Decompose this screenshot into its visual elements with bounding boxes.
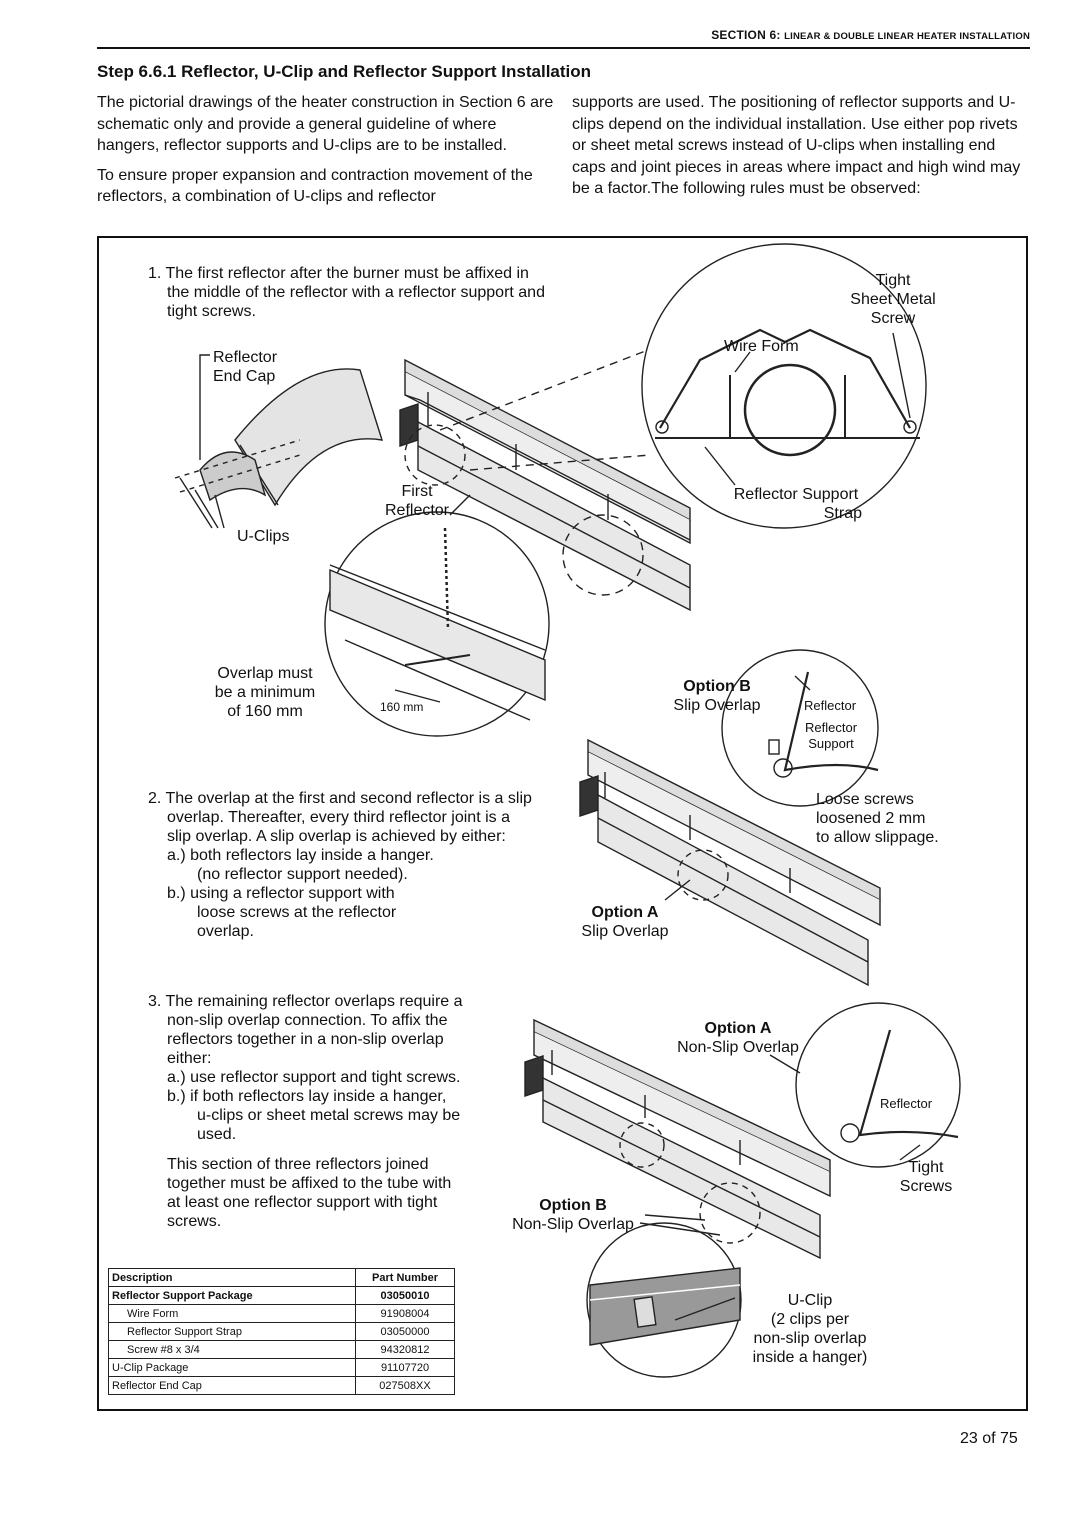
header-description: Description [108, 1268, 356, 1287]
row-part-number: 91107720 [355, 1358, 455, 1377]
label-wire-form: Wire Form [724, 338, 799, 355]
intro-paragraph-3: supports are used. The positioning of re… [572, 94, 1021, 197]
table-row: U-Clip Package 91107720 [108, 1358, 455, 1377]
rule-1-line-1: 1. The first reflector after the burner … [148, 265, 529, 282]
header-part-number: Part Number [355, 1268, 455, 1287]
page-number: 23 of 75 [960, 1430, 1018, 1447]
intro-left-column: The pictorial drawings of the heater con… [97, 92, 562, 216]
table-header-row: Description Part Number [108, 1268, 455, 1287]
intro-right-column: supports are used. The positioning of re… [572, 92, 1028, 208]
rule-3: 3. The remaining reflector overlaps requ… [148, 993, 463, 1143]
row-part-number: 91908004 [355, 1304, 455, 1323]
step-heading: Step 6.6.1 Reflector, U-Clip and Reflect… [97, 62, 592, 81]
row-description: Screw #8 x 3/4 [108, 1340, 356, 1359]
label-reflector-1: Reflector [804, 698, 857, 713]
table-row: Reflector Support Package 03050010 [108, 1286, 455, 1305]
intro-paragraph-1: The pictorial drawings of the heater con… [97, 94, 554, 154]
label-reflector-2: Reflector [880, 1096, 933, 1111]
section-header: SECTION 6: LINEAR & DOUBLE LINEAR HEATER… [711, 28, 1030, 42]
table-row: Reflector End Cap 027508XX [108, 1376, 455, 1395]
intro-paragraph-2: To ensure proper expansion and contracti… [97, 166, 533, 206]
row-description: U-Clip Package [108, 1358, 356, 1377]
rule-2: 2. The overlap at the first and second r… [148, 790, 532, 940]
rule-1: 1. The first reflector after the burner … [148, 264, 598, 321]
row-description: Reflector End Cap [108, 1376, 356, 1395]
row-description: Wire Form [108, 1304, 356, 1323]
rule-1-line-2: the middle of the reflector with a refle… [167, 284, 545, 301]
row-part-number: 94320812 [355, 1340, 455, 1359]
table-row: Wire Form 91908004 [108, 1304, 455, 1323]
row-description: Reflector Support Package [108, 1286, 356, 1305]
row-description: Reflector Support Strap [108, 1322, 356, 1341]
header-rule [97, 47, 1030, 49]
row-part-number: 027508XX [355, 1376, 455, 1395]
row-part-number: 03050000 [355, 1322, 455, 1341]
figure-box [97, 236, 1028, 1411]
row-part-number: 03050010 [355, 1286, 455, 1305]
label-u-clips: U-Clips [237, 528, 290, 545]
table-row: Reflector Support Strap 03050000 [108, 1322, 455, 1341]
parts-table: Description Part Number Reflector Suppor… [108, 1268, 455, 1395]
label-160mm: 160 mm [380, 700, 424, 714]
rule-1-line-3: tight screws. [167, 303, 256, 320]
table-row: Screw #8 x 3/4 94320812 [108, 1340, 455, 1359]
